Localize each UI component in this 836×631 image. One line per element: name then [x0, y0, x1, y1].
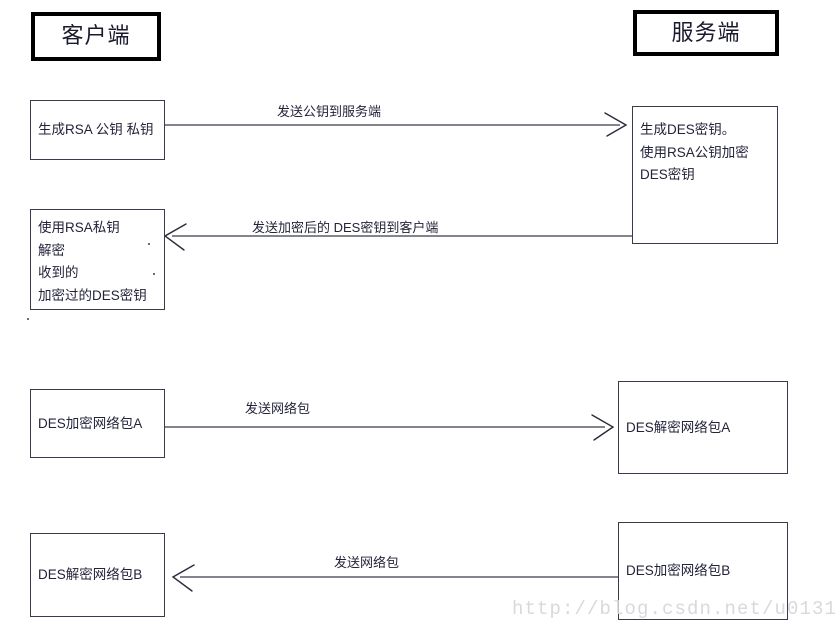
lane-title-server: 服务端 — [633, 10, 779, 56]
step-client-des-encrypt-a: DES加密网络包A — [30, 389, 165, 458]
ink-speck — [27, 318, 29, 320]
lane-title-client: 客户端 — [31, 12, 161, 61]
ink-speck — [153, 273, 155, 275]
step-line: 收到的 — [38, 265, 79, 280]
step-line: DES解密网络包B — [38, 567, 143, 583]
step-line: 解密 — [38, 242, 65, 258]
message-arrow-send-packet-b — [171, 564, 620, 592]
message-arrow-send-public-key — [165, 112, 628, 137]
step-line: DES解密网络包A — [626, 419, 731, 435]
step-client-des-decrypt-b: DES解密网络包B — [30, 533, 165, 617]
step-server-des-decrypt-a: DES解密网络包A — [618, 381, 788, 474]
watermark-url: http://blog.csdn.net/u013108312 — [512, 598, 836, 620]
step-line: DES加密网络包B — [626, 563, 731, 579]
step-line: 加密过的DES密钥 — [38, 287, 147, 303]
ink-speck — [148, 243, 150, 245]
message-label-send-packet-b: 发送网络包 — [334, 555, 400, 570]
step-client-decrypt-des-key: 使用RSA私钥 解密 收到的 加密过的DES密钥 — [30, 209, 165, 310]
message-arrow-send-packet-a — [165, 414, 615, 441]
message-label-send-public-key: 发送公钥到服务端 — [277, 104, 382, 119]
lane-title-client-label: 客户端 — [61, 23, 131, 49]
message-label-send-encrypted-des-key: 发送加密后的 DES密钥到客户端 — [252, 220, 439, 235]
step-line: 生成RSA 公钥 私钥 — [38, 122, 154, 138]
step-client-generate-rsa: 生成RSA 公钥 私钥 — [30, 100, 165, 160]
step-server-generate-des: 生成DES密钥。 使用RSA公钥加密 DES密钥 — [632, 106, 778, 244]
lane-title-server-label: 服务端 — [671, 19, 741, 45]
message-arrow-send-encrypted-des-key — [163, 223, 632, 251]
step-line: 生成DES密钥。 — [640, 122, 736, 137]
step-line: 使用RSA私钥 — [38, 220, 120, 235]
step-line: DES加密网络包A — [38, 415, 143, 431]
step-line: DES密钥 — [640, 167, 695, 182]
message-label-send-packet-a: 发送网络包 — [245, 401, 311, 416]
step-server-des-encrypt-b: DES加密网络包B — [618, 522, 788, 620]
step-line: 使用RSA公钥加密 — [640, 144, 749, 160]
